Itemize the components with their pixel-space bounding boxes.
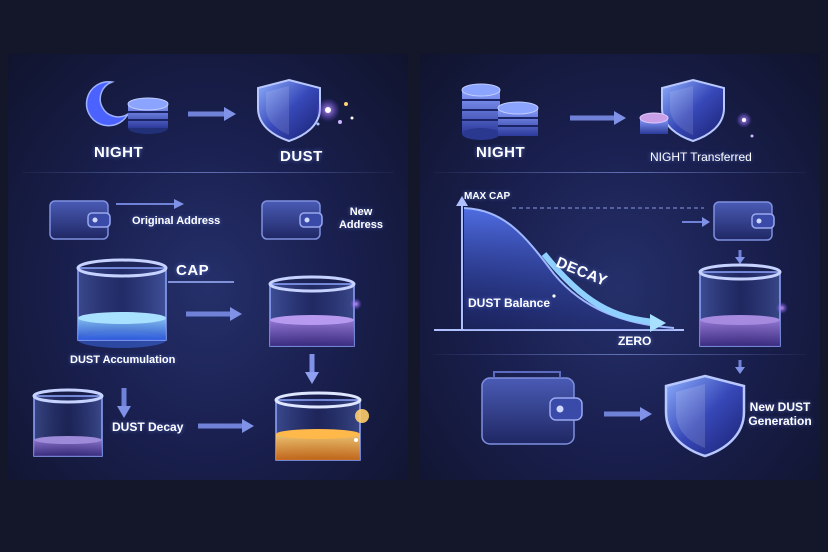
wallet-icon bbox=[712, 196, 776, 242]
shield-icon bbox=[664, 374, 746, 458]
decay-label: DUST Decay bbox=[112, 420, 183, 434]
wallet-icon bbox=[260, 197, 324, 241]
arrow-icon bbox=[188, 106, 238, 122]
arrow-icon bbox=[570, 110, 628, 126]
arrow-icon bbox=[198, 418, 256, 434]
zero-label: ZERO bbox=[618, 334, 651, 348]
arrow-icon bbox=[604, 406, 654, 422]
dust-label: DUST bbox=[280, 148, 323, 165]
dust-balance-label: DUST Balance bbox=[468, 296, 550, 310]
arrow-icon bbox=[682, 216, 712, 228]
arrow-icon bbox=[186, 306, 244, 322]
night-label: NIGHT bbox=[476, 144, 525, 161]
wallet-icon bbox=[48, 197, 112, 241]
arrow-down-icon bbox=[304, 354, 320, 386]
wallet-icon bbox=[480, 372, 584, 448]
arrow-down-icon bbox=[116, 388, 132, 420]
moon-icon bbox=[82, 76, 132, 126]
coin-icon bbox=[638, 110, 670, 140]
right-panel: NIGHT NIGHT Transferred MAX CAP DECAY DU… bbox=[420, 54, 820, 480]
container-icon bbox=[696, 264, 786, 354]
sparkle-icon bbox=[308, 90, 368, 140]
accumulation-label: DUST Accumulation bbox=[70, 354, 175, 366]
divider bbox=[22, 172, 394, 173]
cap-label: CAP bbox=[176, 262, 209, 279]
container-icon bbox=[270, 390, 366, 468]
left-panel: NIGHT DUST Original Address New Address bbox=[8, 54, 408, 480]
container-icon bbox=[74, 258, 170, 350]
original-address-label: Original Address bbox=[132, 215, 220, 227]
container-icon bbox=[264, 274, 360, 354]
night-transferred-label: NIGHT Transferred bbox=[650, 150, 752, 164]
night-label: NIGHT bbox=[94, 144, 143, 161]
divider bbox=[434, 172, 806, 173]
container-icon bbox=[30, 388, 106, 462]
y-axis-arrowhead bbox=[456, 196, 468, 206]
coin-stack-icon bbox=[460, 80, 544, 144]
divider bbox=[434, 354, 806, 355]
arrow-icon bbox=[116, 198, 186, 210]
sparkle-icon bbox=[730, 104, 760, 144]
cap-line bbox=[168, 278, 238, 286]
new-dust-label: New DUST Generation bbox=[742, 400, 818, 428]
coin-stack-icon bbox=[126, 94, 170, 136]
new-address-label: New Address bbox=[338, 206, 384, 232]
